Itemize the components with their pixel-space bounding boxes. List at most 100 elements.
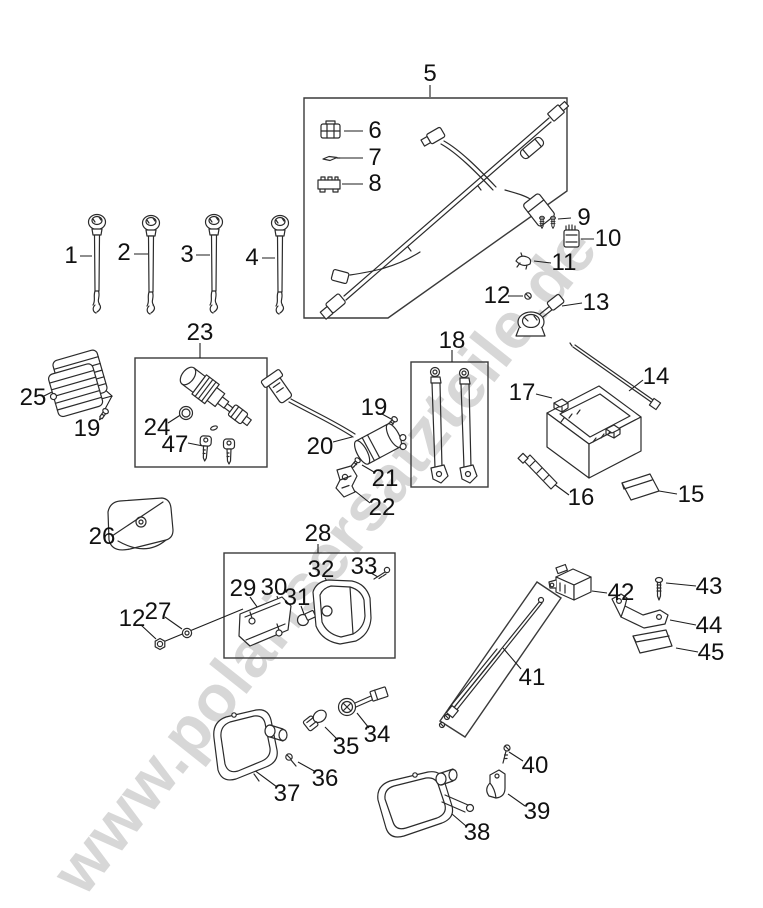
part-label-32: 32: [307, 556, 335, 583]
part-label-3: 3: [180, 241, 194, 268]
part-38-headlight: [377, 768, 475, 838]
part-33-screw: [373, 566, 391, 580]
part-label-34: 34: [363, 721, 391, 748]
part-11-clip: [515, 252, 532, 270]
part-label-24: 24: [143, 414, 171, 441]
part-10-fuse: [563, 224, 580, 248]
part-label-42: 42: [607, 579, 635, 606]
part-42-flasher: [548, 563, 592, 601]
part-15-foam-pad: [621, 473, 660, 501]
part-4-cable: [270, 214, 290, 315]
part-label-6: 6: [368, 117, 382, 144]
part-31-bulb: [296, 609, 317, 627]
part-27-washer: [181, 627, 193, 639]
part-label-22: 22: [368, 494, 396, 521]
part-7-pin: [322, 155, 341, 162]
part-label-39: 39: [523, 798, 551, 825]
part-label-1: 1: [64, 242, 78, 269]
box-part-41: [439, 581, 562, 738]
part-17-battery: [546, 385, 642, 479]
part-12-nut: [154, 637, 166, 651]
part-label-11: 11: [551, 249, 577, 276]
part-label-27: 27: [144, 598, 172, 625]
part-3-cable: [204, 213, 224, 314]
part-43-screw: [654, 576, 664, 601]
part-label-25: 25: [19, 384, 47, 411]
part-label-44: 44: [695, 612, 723, 639]
part-label-38: 38: [463, 819, 491, 846]
part-47-key: [198, 435, 213, 462]
part-label-4: 4: [245, 244, 259, 271]
part-label-19-regulator: 19: [73, 415, 101, 442]
part-25-regulator: [48, 349, 109, 421]
group-boxes: [134, 97, 568, 738]
part-label-18: 18: [438, 327, 466, 354]
part-label-35: 35: [332, 733, 360, 760]
part-40-screw: [502, 744, 511, 764]
part-6-relay: [320, 120, 341, 139]
part-label-12-taillight: 12: [118, 605, 146, 632]
part-13-solenoid: [515, 293, 565, 337]
part-label-7: 7: [368, 144, 382, 171]
part-47-key-2: [222, 438, 236, 465]
part-16-vent-strip: [517, 452, 558, 490]
box-part-5: [303, 97, 568, 319]
part-41-rod: [438, 596, 545, 729]
part-5-wiring-harness: [317, 100, 570, 320]
part-label-26: 26: [88, 523, 116, 550]
part-29-30-base: [238, 596, 292, 647]
part-label-14: 14: [642, 363, 670, 390]
part-label-30: 30: [260, 574, 288, 601]
part-45-pad: [632, 629, 673, 654]
part-label-15: 15: [677, 481, 705, 508]
part-label-2: 2: [117, 239, 131, 266]
part-14-cable-tie: [569, 342, 662, 411]
part-label-19-coil: 19: [360, 394, 388, 421]
part-label-23: 23: [186, 319, 214, 346]
box-part-28: [223, 552, 396, 659]
box-part-18: [410, 361, 489, 488]
part-8-fuse-block: [317, 176, 341, 193]
part-37-headlight: [213, 709, 288, 782]
part-label-31: 31: [283, 584, 311, 611]
part-label-28: 28: [304, 520, 332, 547]
part-label-13: 13: [582, 289, 610, 316]
part-39-bracket: [486, 769, 506, 799]
part-19-screw-regulator: [98, 408, 109, 421]
part-35-bulb: [302, 709, 327, 732]
part-36-screw: [285, 753, 297, 767]
part-label-9: 9: [577, 204, 591, 231]
part-label-8: 8: [368, 170, 382, 197]
part-label-40: 40: [521, 752, 549, 779]
part-18-battery-cables: [429, 366, 478, 484]
part-label-36: 36: [311, 765, 339, 792]
part-34-bulb-socket: [337, 686, 389, 717]
part-26-cover: [107, 497, 174, 551]
part-label-17: 17: [508, 379, 536, 406]
part-label-41: 41: [518, 664, 546, 691]
part-label-37: 37: [273, 780, 301, 807]
part-28-taillight: [238, 566, 391, 647]
part-label-21: 21: [371, 465, 399, 492]
part-12-screw-solenoid: [524, 292, 532, 300]
part-21-screw: [350, 457, 361, 469]
box-part-23: [134, 357, 268, 468]
part-label-33: 33: [350, 553, 378, 580]
part-label-43: 43: [695, 573, 723, 600]
part-label-5: 5: [423, 60, 437, 87]
part-label-47: 47: [161, 431, 189, 458]
part-label-16: 16: [567, 484, 595, 511]
part-20-ignition-coil: [260, 369, 407, 465]
part-label-12: 12: [483, 282, 511, 309]
part-1-cable: [87, 213, 107, 314]
part-44-bracket: [611, 593, 669, 629]
part-32-housing: [312, 579, 372, 645]
part-23-ignition-switch: [178, 366, 252, 465]
part-label-45: 45: [697, 639, 725, 666]
part-label-20: 20: [306, 433, 334, 460]
part-label-10: 10: [594, 225, 622, 252]
part-2-cable: [141, 214, 161, 315]
part-label-29: 29: [229, 575, 257, 602]
